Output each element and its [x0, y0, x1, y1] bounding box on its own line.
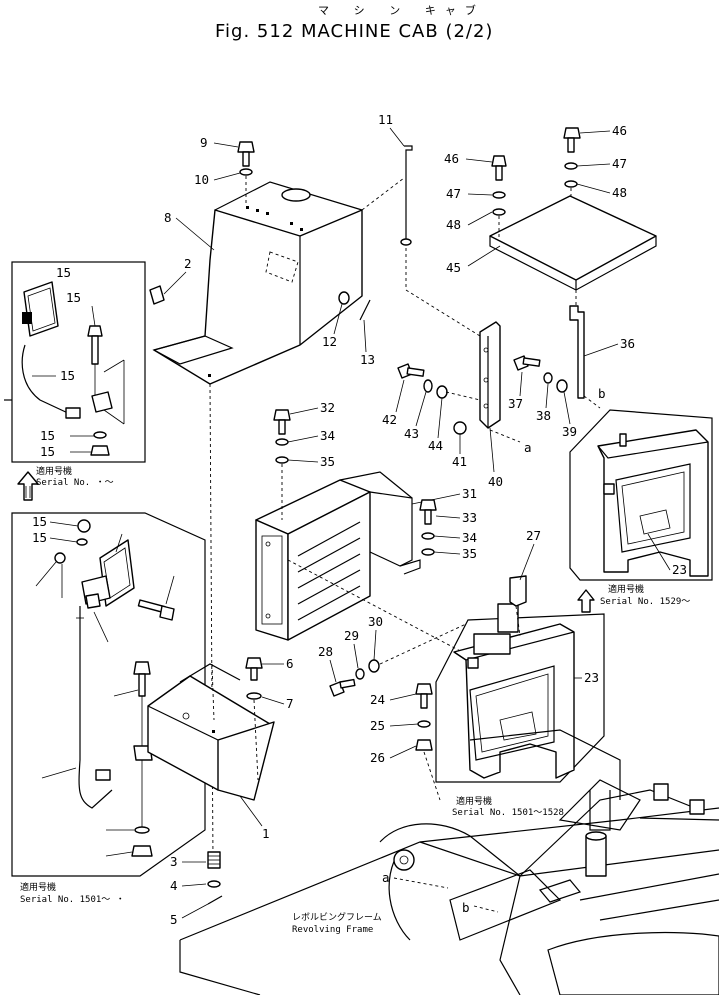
callout-34-b: 34	[462, 530, 477, 545]
callout-41: 41	[452, 454, 467, 469]
callout-27: 27	[526, 528, 541, 543]
callout-a-upper: a	[524, 440, 532, 455]
callout-b-upper: b	[598, 386, 606, 401]
inset-right-note-jp: 適用号機	[608, 583, 644, 595]
callout-3: 3	[170, 854, 178, 869]
inset-right	[569, 409, 713, 581]
callout-47-a: 47	[446, 186, 461, 201]
inset-top-note-jp: 適用号機	[36, 465, 72, 477]
callout-29: 29	[344, 628, 359, 643]
title-kana: マ シ ン キャブ	[318, 3, 485, 17]
callout-23-right: 23	[672, 562, 687, 577]
callout-5: 5	[170, 912, 178, 927]
callout-33: 33	[462, 510, 477, 525]
callout-11: 11	[378, 112, 393, 127]
callout-44: 44	[428, 438, 443, 453]
callout-26: 26	[370, 750, 385, 765]
arrow-up-icon	[577, 589, 595, 613]
callout-1: 1	[262, 826, 270, 841]
callout-b-lower: b	[462, 900, 470, 915]
callout-15: 15	[60, 368, 75, 383]
callout-37: 37	[508, 396, 523, 411]
arrow-up-icon	[17, 471, 39, 501]
callout-45: 45	[446, 260, 461, 275]
callout-48-b: 48	[612, 185, 627, 200]
inset-left: 15 15	[11, 512, 206, 877]
page-title: Fig. 512 MACHINE CAB (2/2)	[215, 21, 493, 42]
callout-6: 6	[286, 656, 294, 671]
main-note-serial: Serial No. 1501～1528	[452, 808, 564, 818]
callout-28: 28	[318, 644, 333, 659]
inset-right-note-serial: Serial No. 1529～	[600, 597, 690, 607]
callout-13: 13	[360, 352, 375, 367]
callout-47-b: 47	[612, 156, 627, 171]
callout-30: 30	[368, 614, 383, 629]
callout-23-main: 23	[584, 670, 599, 685]
callout-4: 4	[170, 878, 178, 893]
callout-42: 42	[382, 412, 397, 427]
callout-32: 32	[320, 400, 335, 415]
main-note-jp: 適用号機	[456, 795, 492, 807]
cover-8	[152, 181, 363, 385]
callout-15B: 15	[40, 428, 55, 443]
callout-38: 38	[536, 408, 551, 423]
callout-24: 24	[370, 692, 385, 707]
callout-46-b: 46	[612, 123, 627, 138]
callout-14: 15	[56, 265, 71, 280]
callout-25: 25	[370, 718, 385, 733]
revolving-frame-jp: レボルビングフレーム	[292, 911, 382, 923]
callout-48-a: 48	[446, 217, 461, 232]
callout-15C: 15	[40, 444, 55, 459]
inset-left-note-jp: 適用号機	[20, 881, 56, 893]
callout-2: 2	[184, 256, 192, 271]
callout-31: 31	[462, 486, 477, 501]
callout-34-a: 34	[320, 428, 335, 443]
callout-7: 7	[286, 696, 294, 711]
callout-39: 39	[562, 424, 577, 439]
panel-31	[255, 471, 421, 641]
callout-43: 43	[404, 426, 419, 441]
revolving-frame-en: Revolving Frame	[292, 925, 373, 935]
revolving-frame	[179, 729, 719, 995]
callout-46-a: 46	[444, 151, 459, 166]
inset-top-note-serial: Serial No. ・～	[36, 478, 114, 488]
callout-12: 12	[322, 334, 337, 349]
callout-36: 36	[620, 336, 635, 351]
callout-8: 8	[164, 210, 172, 225]
inset-left-note-serial: Serial No. 1501～ ・	[20, 895, 125, 905]
callout-35-b: 35	[462, 546, 477, 561]
cover-1	[147, 663, 275, 801]
callout-15-left-b: 15	[32, 530, 47, 545]
callout-10: 10	[194, 172, 209, 187]
callout-15A: 15	[66, 290, 81, 305]
callout-35-a: 35	[320, 454, 335, 469]
inset-top-left: 15 15 15 15 15	[4, 261, 146, 463]
callout-15-left-a: 15	[32, 514, 47, 529]
frame-23	[435, 603, 605, 783]
callout-9: 9	[200, 135, 208, 150]
callout-a-lower: a	[382, 870, 390, 885]
callout-40: 40	[488, 474, 503, 489]
